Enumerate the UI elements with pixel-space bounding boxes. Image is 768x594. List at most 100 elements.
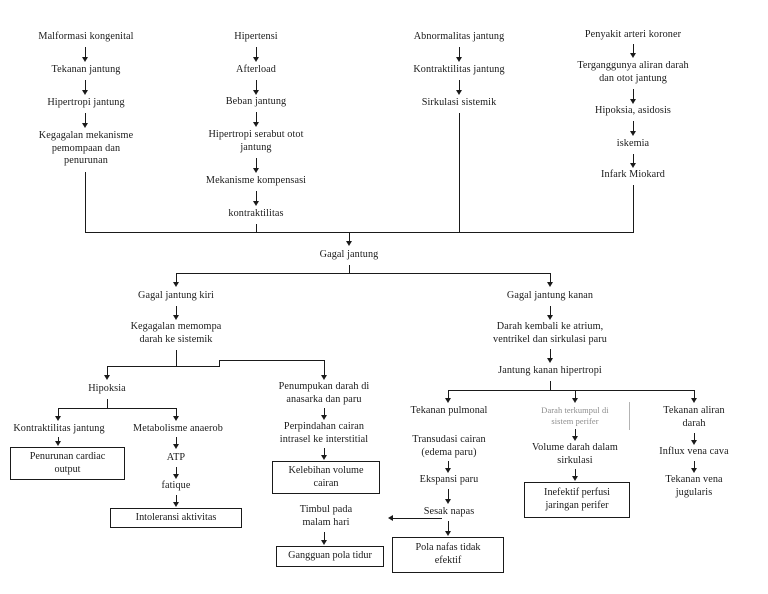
arrowhead-hipoksia — [104, 375, 110, 380]
connector-rb-3 — [550, 381, 551, 390]
arrowhead-atp — [173, 444, 179, 449]
node-hipertropi-serabut-otot-jantung: Hipertropi serabut otot jantung — [208, 129, 304, 153]
arrowhead-kontraktilitas-jantung — [55, 416, 61, 421]
node-beban-jantung: Beban jantung — [225, 96, 287, 107]
bus-top-collector — [85, 232, 634, 233]
arrowhead-c2-2 — [253, 90, 259, 95]
connector-rpb-1 — [575, 429, 576, 438]
connector-c2-2 — [256, 80, 257, 92]
arrowhead-perpindahan-cairan — [321, 415, 327, 420]
arrowhead-darah-terkumpul — [572, 398, 578, 403]
connector-c4-2 — [633, 89, 634, 101]
arrowhead-rb-2 — [547, 358, 553, 363]
arrowhead-lb-1 — [173, 315, 179, 320]
node-ekspansi-paru: Ekspansi paru — [419, 474, 479, 485]
node-kontraktilitas: kontraktilitas — [228, 208, 284, 219]
connector-c1-3 — [85, 113, 86, 125]
node-darah-kembali-ke-atrium: Darah kembali ke atrium, ventrikel dan s… — [493, 321, 607, 345]
connector-c4-1 — [633, 44, 634, 55]
connector-c3-to-bus — [459, 113, 460, 232]
node-gagal-jantung-kiri: Gagal jantung kiri — [138, 290, 214, 301]
arrowhead-pola-nafas — [445, 531, 451, 536]
box-pola-nafas-tidak-efektif: Pola nafas tidak efektif — [392, 537, 504, 573]
node-gagal-jantung-kanan: Gagal jantung kanan — [506, 290, 594, 301]
node-iskemia: iskemia — [616, 138, 650, 149]
bus-hipoksia-penumpukan — [107, 366, 219, 367]
box-gangguan-pola-tidur: Gangguan pola tidur — [276, 546, 384, 567]
node-atp: ATP — [166, 452, 186, 463]
arrowhead-c2-5 — [253, 201, 259, 206]
arrowhead-intoleransi — [173, 502, 179, 507]
connector-ma-2 — [176, 467, 177, 476]
arrowhead-gagal-jantung-kiri — [173, 282, 179, 287]
connector-c2-to-bus — [256, 224, 257, 232]
arrowhead-c4-2 — [630, 99, 636, 104]
connector-rpa-1 — [448, 461, 449, 470]
connector-pd-2 — [324, 448, 325, 457]
node-tekanan-jantung: Tekanan jantung — [51, 64, 121, 75]
arrowhead-c4-3 — [630, 131, 636, 136]
connector-hipoksia-right — [176, 408, 177, 418]
arrowhead-influx-vena-cava — [691, 440, 697, 445]
connector-c1-1 — [85, 47, 86, 59]
arrowhead-gagal-jantung-kanan — [547, 282, 553, 287]
bus-penumpukan-offset — [219, 360, 325, 361]
connector-ma-1 — [176, 437, 177, 446]
arrowhead-tekanan-vena-jugularis — [691, 468, 697, 473]
connector-pd-1 — [324, 408, 325, 417]
connector-rpa-2 — [448, 489, 449, 501]
connector-hipoksia-left — [58, 408, 59, 418]
arrowhead-timbul-from-sesak — [388, 515, 393, 521]
arrowhead-c1-3 — [82, 123, 88, 128]
arrowhead-c4-4 — [630, 163, 636, 168]
connector-lb-1 — [176, 306, 177, 317]
node-influx-vena-cava: Influx vena cava — [659, 446, 729, 457]
connector-c3-2 — [459, 80, 460, 92]
divider-gray-vertical — [629, 402, 630, 430]
connector-to-hipoksia — [107, 366, 108, 377]
node-kegagalan-memompa-darah: Kegagalan memompa darah ke sistemik — [130, 321, 222, 345]
bus-kanan-split — [448, 390, 694, 391]
connector-pd-3 — [324, 532, 325, 542]
arrowhead-penumpukan — [321, 375, 327, 380]
connector-c4-4 — [633, 154, 634, 165]
connector-c2-1 — [256, 47, 257, 59]
node-jantung-kanan-hipertropi: Jantung kanan hipertropi — [498, 365, 602, 376]
box-kelebihan-volume-cairan: Kelebihan volume cairan — [272, 461, 380, 494]
node-gagal-jantung: Gagal jantung — [319, 249, 379, 260]
box-inefektif-perfusi-jaringan-perifer: Inefektif perfusi jaringan perifer — [524, 482, 630, 518]
connector-to-penumpukan — [324, 360, 325, 377]
arrowhead-penurunan-cardiac — [55, 441, 61, 446]
connector-c1-to-bus — [85, 172, 86, 232]
connector-bus-step — [219, 360, 220, 367]
node-abnormalitas-jantung: Abnormalitas jantung — [413, 31, 505, 42]
arrowhead-c1-1 — [82, 57, 88, 62]
connector-split-pulmonal — [448, 390, 449, 400]
node-afterload: Afterload — [236, 64, 276, 75]
arrowhead-c2-1 — [253, 57, 259, 62]
connector-to-penurunan-cardiac — [58, 437, 59, 444]
arrowhead-c3-1 — [456, 57, 462, 62]
node-darah-terkumpul-sistem-perifer: Darah terkumpul di sistem perifer — [541, 406, 609, 426]
connector-c1-2 — [85, 80, 86, 92]
bus-kiri-kanan — [176, 273, 551, 274]
connector-rpb-2 — [575, 469, 576, 478]
node-mekanisme-kompensasi: Mekanisme kompensasi — [205, 175, 307, 186]
box-intoleransi-aktivitas: Intoleransi aktivitas — [110, 508, 242, 528]
arrowhead-tekanan-pulmonal — [445, 398, 451, 403]
node-infark-miokard: Infark Miokard — [601, 169, 665, 180]
arrowhead-rb-1 — [547, 315, 553, 320]
connector-bus-kanan — [550, 273, 551, 284]
connector-rb-1 — [550, 306, 551, 317]
node-penyakit-arteri-koroner: Penyakit arteri koroner — [584, 29, 682, 40]
node-timbul-pada-malam-hari: Timbul pada malam hari — [299, 504, 353, 528]
arrowhead-c1-2 — [82, 90, 88, 95]
node-kontraktilitas-jantung-left: Kontraktilitas jantung — [13, 423, 105, 434]
node-sirkulasi-sistemik: Sirkulasi sistemik — [421, 97, 497, 108]
node-transudasi-cairan: Transudasi cairan (edema paru) — [412, 434, 486, 458]
arrowhead-c3-2 — [456, 90, 462, 95]
node-hipertensi: Hipertensi — [234, 31, 278, 42]
arrowhead-c4-1 — [630, 53, 636, 58]
node-terganggunya-aliran-darah: Terganggunya aliran darah dan otot jantu… — [577, 60, 689, 84]
node-fatique: fatique — [161, 480, 191, 491]
